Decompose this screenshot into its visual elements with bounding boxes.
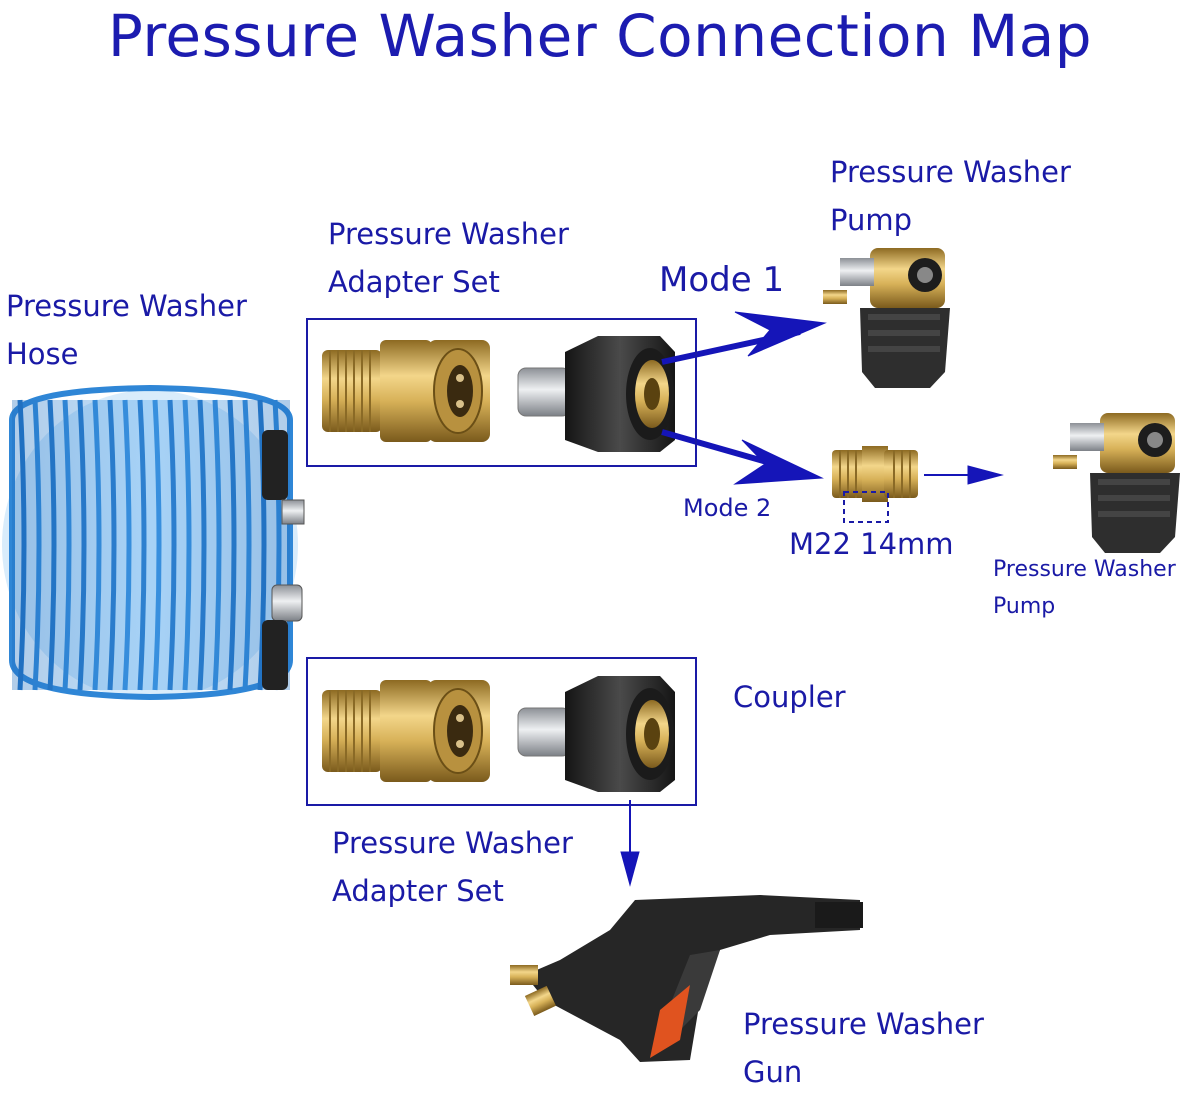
pump-icon: [1053, 413, 1180, 553]
arrow-mode2: [661, 429, 824, 485]
brass-quick-connector-icon: [322, 680, 490, 782]
adapter-set-box-top: [306, 318, 697, 467]
adapter-bottom-label-line1: Pressure Washer: [332, 826, 573, 860]
thread-spec-label: M22 14mm: [789, 527, 954, 561]
pump1-label-line2: Pump: [830, 203, 913, 237]
arrow-nipple-to-pump: [924, 465, 1004, 485]
spray-gun-icon: [510, 895, 863, 1062]
arrow-mode1: [661, 311, 827, 365]
adapter-top-label-line1: Pressure Washer: [328, 217, 569, 251]
brass-nipple-icon: [832, 446, 918, 523]
brass-quick-connector-icon: [322, 340, 490, 442]
page-title: Pressure Washer Connection Map: [107, 2, 1093, 70]
hose-label-line1: Pressure Washer: [6, 289, 247, 323]
pump2-label-line1: Pressure Washer: [993, 557, 1176, 582]
twist-connector-icon: [517, 676, 675, 792]
mode2-label: Mode 2: [683, 494, 772, 522]
gun-label-line1: Pressure Washer: [743, 1007, 984, 1041]
mode1-label: Mode 1: [659, 260, 785, 300]
twist-connector-icon: [517, 336, 675, 452]
adapter-top-label-line2: Adapter Set: [328, 265, 500, 299]
adapter-set-box-bottom: [306, 657, 697, 806]
hose-label-line2: Hose: [6, 337, 79, 371]
adapter-bottom-label-line2: Adapter Set: [332, 874, 504, 908]
pump2-label-line2: Pump: [993, 594, 1056, 619]
coupler-label: Coupler: [733, 680, 846, 714]
gun-label-line2: Gun: [743, 1055, 803, 1089]
pump-icon: [823, 248, 950, 388]
arrow-adapter-to-gun: [620, 800, 640, 887]
pump1-label-line1: Pressure Washer: [830, 155, 1071, 189]
hose-coil-icon: [2, 384, 305, 701]
